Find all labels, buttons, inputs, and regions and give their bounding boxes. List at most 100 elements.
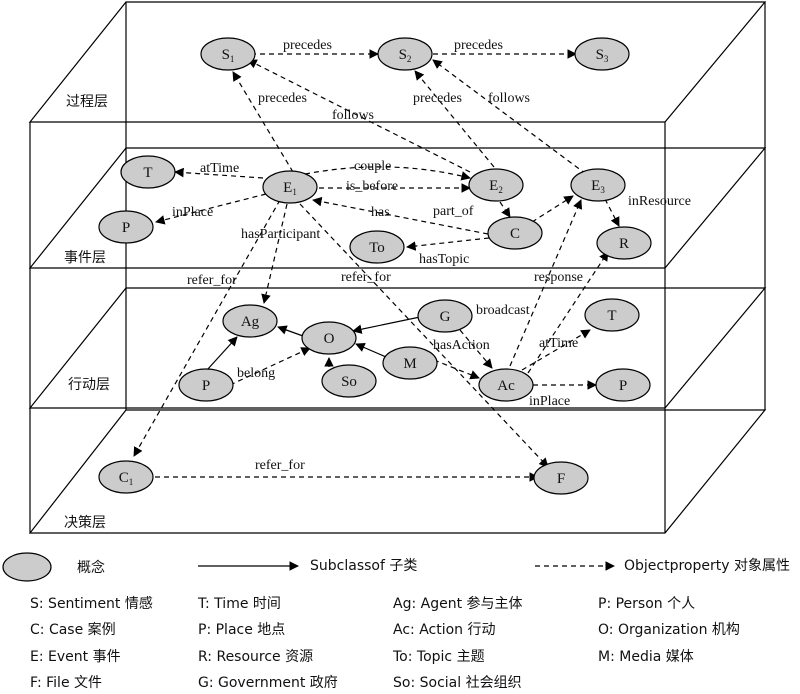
node-s1: S1 (200, 37, 256, 71)
node-label: P (202, 378, 210, 394)
node-ellipse (349, 230, 405, 264)
node-r: R (596, 226, 652, 260)
node-label: F (557, 471, 565, 487)
edge-e1-t (174, 167, 264, 179)
process-event-plane (28, 147, 767, 269)
node-f: F (533, 461, 589, 495)
node-ag: Ag (222, 304, 278, 338)
legend-abbreviation: So: Social 社会组织 (393, 675, 522, 691)
edge-label-c-to: hasTopic (419, 252, 469, 267)
node-ellipse (478, 368, 534, 402)
edge-label-isbefore: is_before (346, 179, 398, 194)
edge-label-e1-t: atTime (200, 161, 239, 176)
node-label: So (341, 374, 357, 390)
edge-label-e2-c: part_of (433, 204, 474, 219)
edge-label-s1-s2: precedes (283, 38, 332, 53)
legend-abbreviation: P: Person 个人 (598, 596, 695, 612)
edge-label-e1-f: refer_for (341, 270, 391, 285)
edge-e2-s2 (414, 70, 495, 168)
node-ellipse (382, 346, 438, 380)
node-label: P (122, 220, 130, 236)
node-e3: E3 (570, 168, 626, 202)
edge-m-o (355, 343, 387, 358)
node-m: M (382, 346, 438, 380)
node-label: R (619, 236, 629, 252)
edge-label-ac-r: response (534, 270, 583, 285)
node-ac: Ac (478, 368, 534, 402)
node-t-a: T (584, 298, 640, 332)
legend-concept-swatch (2, 552, 52, 582)
node-subscript: 2 (498, 185, 503, 195)
edge-label-e1-c1: refer_for (187, 273, 237, 288)
node-label: Ag (241, 314, 260, 330)
legend-abbreviation: C: Case 案例 (30, 621, 116, 638)
edge-labels: precedes precedes precedes follows prece… (172, 38, 691, 473)
legend-abbreviation: P: Place 地点 (198, 622, 285, 638)
edge-label-couple: couple (354, 159, 391, 174)
layer-label-process: 过程层 (66, 94, 108, 110)
edge-label-ac-t: atTime (539, 336, 578, 351)
edge-p-o (229, 347, 311, 386)
node-ellipse (262, 170, 318, 204)
legend-abbreviation: M: Media 媒体 (598, 649, 694, 665)
node-e2: E2 (468, 168, 524, 202)
edge-e3-r (604, 198, 620, 227)
edge-e1-f (299, 203, 549, 468)
node-to: To (349, 230, 405, 264)
edge-label-e3-s2: follows (488, 91, 530, 106)
edge-e1-p (155, 193, 267, 225)
node-label: Ac (497, 378, 515, 394)
edge-label-c1-f: refer_for (255, 458, 305, 473)
node-label: P (619, 378, 627, 394)
node-subscript: 3 (604, 54, 609, 64)
legend-abbreviation: O: Organization 机构 (598, 622, 740, 638)
node-o: O (301, 321, 357, 355)
node-c1: C1 (98, 460, 154, 494)
edge-e1-c1 (133, 199, 281, 457)
node-so: So (321, 364, 377, 398)
edge-label-e1-p: inPlace (172, 205, 213, 220)
node-ellipse (417, 299, 473, 333)
node-ellipse (574, 37, 630, 71)
edge-label-c-e1: has (371, 205, 390, 220)
edge-e2-c (499, 201, 511, 218)
legend-abbreviation: To: Topic 主题 (392, 649, 485, 665)
node-p-a2: P (595, 368, 651, 402)
node-label: T (607, 308, 616, 324)
node-ellipse (120, 155, 176, 189)
edge-e1-e2-couple (304, 166, 471, 181)
node-ellipse (301, 321, 357, 355)
edge-e2-s1 (247, 59, 471, 173)
legend-abbreviation: Ag: Agent 参与主体 (393, 595, 523, 612)
node-ellipse (468, 168, 524, 202)
node-subscript: 3 (600, 185, 605, 195)
node-subscript: 1 (230, 54, 235, 64)
node-ellipse (321, 364, 377, 398)
node-p-a: P (178, 368, 234, 402)
edge-label-g-ac: broadcast (476, 303, 530, 318)
edge-ac-t (521, 329, 591, 371)
legend-concept-label: 概念 (77, 559, 105, 576)
legend-abbreviation: S: Sentiment 情感 (30, 595, 153, 612)
edge-o-ag (277, 325, 304, 337)
node-ellipse (595, 368, 651, 402)
legend-abbreviation: F: File 文件 (30, 675, 102, 691)
legend-objectproperty-label: Objectproperty 对象属性 (624, 558, 790, 574)
node-ellipse (533, 461, 589, 495)
event-action-plane (28, 287, 767, 409)
edge-label-p-o: belong (237, 366, 275, 381)
node-e1: E1 (262, 170, 318, 204)
edge-label-ac-p: inPlace (529, 394, 570, 409)
edge-label-e1-s1: precedes (258, 91, 307, 106)
node-ellipse (200, 37, 256, 71)
edge-e3-s2 (432, 59, 587, 175)
edge-label-e1-ag: hasParticipant (241, 227, 320, 242)
node-label: G (440, 309, 451, 325)
edges (133, 49, 620, 482)
edge-label-e2-s1: follows (332, 108, 374, 123)
edge-label-e3-r: inResource (628, 194, 691, 209)
legend-abbreviation: R: Resource 资源 (198, 649, 313, 665)
node-subscript: 2 (407, 54, 412, 64)
